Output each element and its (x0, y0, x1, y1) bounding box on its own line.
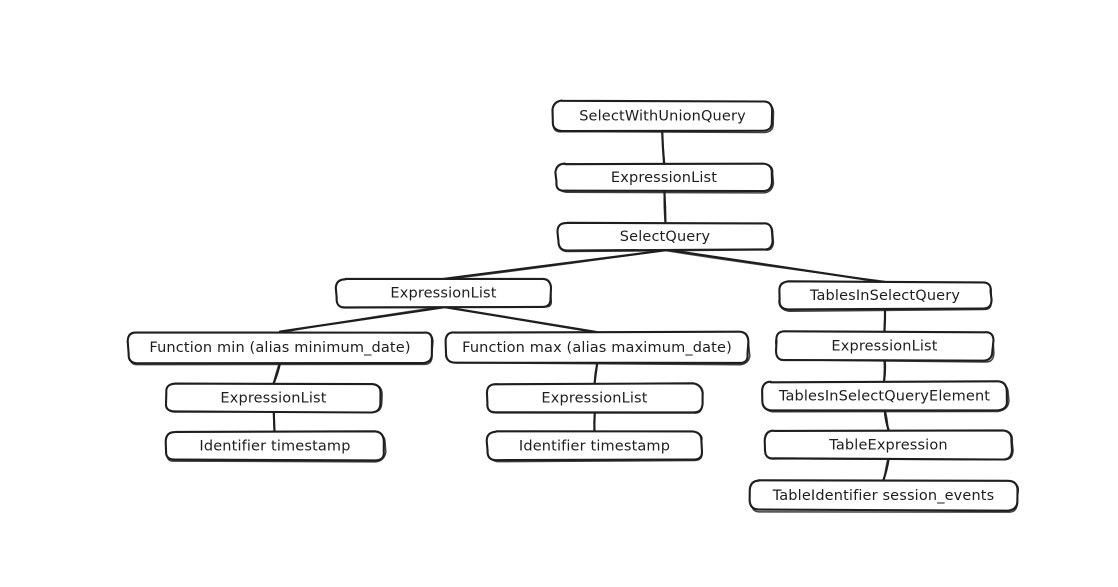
tree-edge (883, 409, 890, 432)
tree-edge (663, 248, 887, 284)
node-label: ExpressionList (220, 391, 326, 407)
tree-node[interactable]: ExpressionList (554, 162, 775, 194)
tree-edge (278, 305, 445, 334)
tree-node[interactable]: Function max (alias maximum_date) (444, 330, 751, 366)
tree-edge (882, 359, 887, 384)
tree-node[interactable]: SelectQuery (556, 221, 775, 253)
tree-edge (272, 411, 276, 433)
node-label: TablesInSelectQueryElement (778, 389, 990, 405)
tree-node[interactable]: TableExpression (763, 429, 1014, 461)
tree-node[interactable]: Identifier timestamp (164, 430, 387, 463)
node-label: Identifier timestamp (199, 439, 350, 455)
tree-edge (883, 307, 887, 334)
tree-edge (441, 249, 667, 281)
tree-node[interactable]: ExpressionList (774, 330, 995, 363)
tree-edge (442, 305, 598, 334)
tree-edge (881, 457, 890, 483)
node-label: ExpressionList (541, 391, 647, 407)
tree-node[interactable]: ExpressionList (485, 382, 704, 414)
tree-node[interactable]: ExpressionList (164, 382, 383, 414)
tree-edge (592, 410, 596, 434)
node-label: TableExpression (828, 438, 947, 454)
node-label: TableIdentifier session_events (772, 488, 995, 504)
node-label: Identifier timestamp (519, 439, 670, 455)
tree-edge (661, 129, 666, 166)
tree-node[interactable]: TablesInSelectQueryElement (761, 380, 1010, 413)
tree-node[interactable]: Identifier timestamp (485, 430, 704, 463)
tree-node[interactable]: SelectWithUnionQuery (551, 99, 775, 134)
node-label: Function min (alias minimum_date) (149, 340, 410, 356)
tree-node[interactable]: TableIdentifier session_events (748, 479, 1020, 513)
nodes-layer: SelectWithUnionQueryExpressionListSelect… (126, 99, 1020, 513)
node-label: ExpressionList (611, 170, 717, 186)
tree-edge (593, 362, 599, 385)
node-label: Function max (alias maximum_date) (462, 340, 732, 356)
tree-edge (663, 189, 667, 225)
tree-node[interactable]: ExpressionList (334, 277, 553, 309)
node-label: SelectWithUnionQuery (579, 109, 746, 125)
node-label: ExpressionList (390, 286, 496, 302)
node-label: SelectQuery (620, 229, 711, 245)
tree-node[interactable]: Function min (alias minimum_date) (126, 331, 434, 366)
tree-edge (272, 361, 282, 386)
tree-node[interactable]: TablesInSelectQuery (778, 280, 993, 312)
node-label: TablesInSelectQuery (809, 288, 960, 304)
node-label: ExpressionList (831, 339, 937, 355)
